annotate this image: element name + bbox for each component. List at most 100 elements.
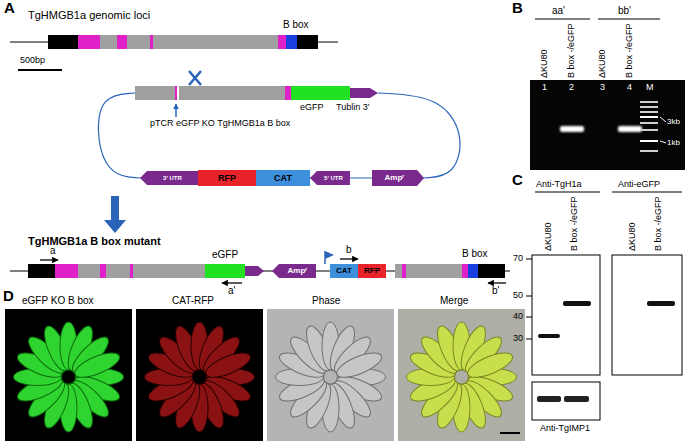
gene-name: 3' UTR bbox=[163, 175, 182, 181]
exon-segment bbox=[133, 264, 205, 278]
figure-label: 3kb bbox=[667, 118, 680, 126]
blot-band bbox=[647, 301, 675, 306]
crossover-mark bbox=[189, 71, 201, 85]
exon-segment bbox=[468, 264, 478, 278]
gene-name: RFP bbox=[364, 267, 380, 275]
exon-segment bbox=[117, 35, 127, 49]
residual-body bbox=[62, 370, 76, 384]
marker-arrow bbox=[660, 117, 666, 122]
residual-body bbox=[324, 370, 338, 384]
homology-arm bbox=[179, 86, 285, 100]
homology-arm bbox=[285, 86, 291, 100]
shape-fill bbox=[272, 264, 316, 278]
panel-letter: C bbox=[512, 172, 523, 187]
figure-label: eGFP KO B box bbox=[22, 296, 94, 306]
blot-band bbox=[564, 396, 589, 402]
lane-label: B box -/eGFP bbox=[570, 196, 579, 251]
gene-arrow: 3' UTR bbox=[140, 171, 198, 185]
exon-segment bbox=[402, 264, 406, 278]
homology-arm bbox=[291, 86, 350, 100]
exon-segment bbox=[150, 35, 153, 49]
ladder-band bbox=[640, 111, 658, 113]
tublin-arrow bbox=[350, 88, 378, 98]
homology-arm bbox=[135, 86, 175, 100]
shape-fill bbox=[198, 170, 256, 186]
exon-segment bbox=[28, 264, 55, 278]
pcr-band bbox=[560, 126, 584, 132]
lane-label: B box -/eGFP bbox=[625, 23, 634, 78]
gene-name: RFP bbox=[218, 174, 236, 183]
panel-letter: A bbox=[4, 0, 15, 15]
marker-tick bbox=[526, 317, 532, 318]
exon-segment bbox=[406, 264, 462, 278]
figure-label: 40 bbox=[513, 312, 523, 321]
primer-arrow bbox=[222, 282, 242, 283]
panel-letter: B bbox=[512, 0, 523, 15]
figure-label: Anti-TgH1a bbox=[536, 180, 582, 189]
crossover-mark bbox=[189, 71, 201, 85]
figure-label: 4 bbox=[627, 83, 632, 92]
ladder-band bbox=[640, 122, 658, 124]
western-blot bbox=[532, 255, 600, 375]
figure-label: b' bbox=[492, 286, 499, 296]
figure-label: 70 bbox=[513, 254, 523, 263]
plasmid-backbone bbox=[378, 93, 460, 178]
gene-box: RFP bbox=[358, 264, 386, 278]
marker-arrow bbox=[660, 141, 666, 143]
shape-fill bbox=[358, 264, 386, 278]
pcr-band bbox=[618, 126, 642, 132]
figure-label: 500bp bbox=[20, 56, 45, 65]
exon-segment bbox=[153, 35, 278, 49]
homology-arm bbox=[175, 86, 177, 100]
residual-body bbox=[455, 370, 469, 384]
lane-label: ΔKU80 bbox=[544, 222, 553, 251]
exon-segment bbox=[55, 264, 78, 278]
group-underline bbox=[535, 19, 590, 20]
group-underline bbox=[535, 192, 600, 193]
figure-label: Anti-eGFP bbox=[618, 180, 660, 189]
ladder-band bbox=[640, 140, 658, 142]
figure-label: 2 bbox=[569, 83, 574, 92]
micrograph bbox=[5, 309, 132, 441]
exon-segment bbox=[278, 35, 286, 49]
figure-label: 3 bbox=[600, 83, 605, 92]
figure-label: Merge bbox=[440, 296, 468, 306]
homology-arm bbox=[177, 86, 179, 100]
group-underline bbox=[598, 19, 660, 20]
parasite-cell bbox=[203, 348, 254, 382]
exon-segment bbox=[78, 35, 100, 49]
lane-label: B box -/eGFP bbox=[567, 23, 576, 78]
figure-label: pTCR eGFP KO TgHMGB1a B box bbox=[150, 119, 290, 128]
shape-fill bbox=[330, 264, 358, 278]
figure-label: 50 bbox=[513, 291, 523, 300]
exon-segment bbox=[395, 264, 402, 278]
micrograph bbox=[398, 309, 525, 441]
exon-segment bbox=[106, 264, 130, 278]
figure-label: bb' bbox=[618, 6, 631, 16]
western-blot bbox=[612, 255, 682, 375]
ladder-band bbox=[640, 129, 658, 131]
western-blot bbox=[532, 382, 600, 420]
exon-segment bbox=[127, 35, 150, 49]
parasite-cell bbox=[72, 348, 123, 382]
ladder-band bbox=[640, 116, 658, 118]
lane-label: B box -/eGFP bbox=[654, 196, 663, 251]
figure-label: Tublin 3' bbox=[336, 103, 369, 112]
ladder-band bbox=[640, 101, 658, 103]
gene-box: RFP bbox=[198, 170, 256, 186]
parasite-cell bbox=[465, 348, 516, 382]
blot-band bbox=[537, 396, 561, 402]
parasite-cell bbox=[334, 348, 385, 382]
blot-band bbox=[538, 334, 560, 338]
micrograph bbox=[267, 309, 394, 441]
exon-segment bbox=[205, 264, 245, 278]
gene-arrow: Ampʳ bbox=[372, 170, 424, 186]
tublin-arrow bbox=[245, 266, 264, 276]
gene-box: CAT bbox=[330, 264, 358, 278]
group-underline bbox=[612, 192, 682, 193]
primer-arrow bbox=[488, 282, 506, 283]
gene-arrow: 5' UTR bbox=[310, 171, 350, 185]
lane-label: ΔKU80 bbox=[540, 49, 549, 78]
figure-label: eGFP bbox=[300, 103, 324, 112]
